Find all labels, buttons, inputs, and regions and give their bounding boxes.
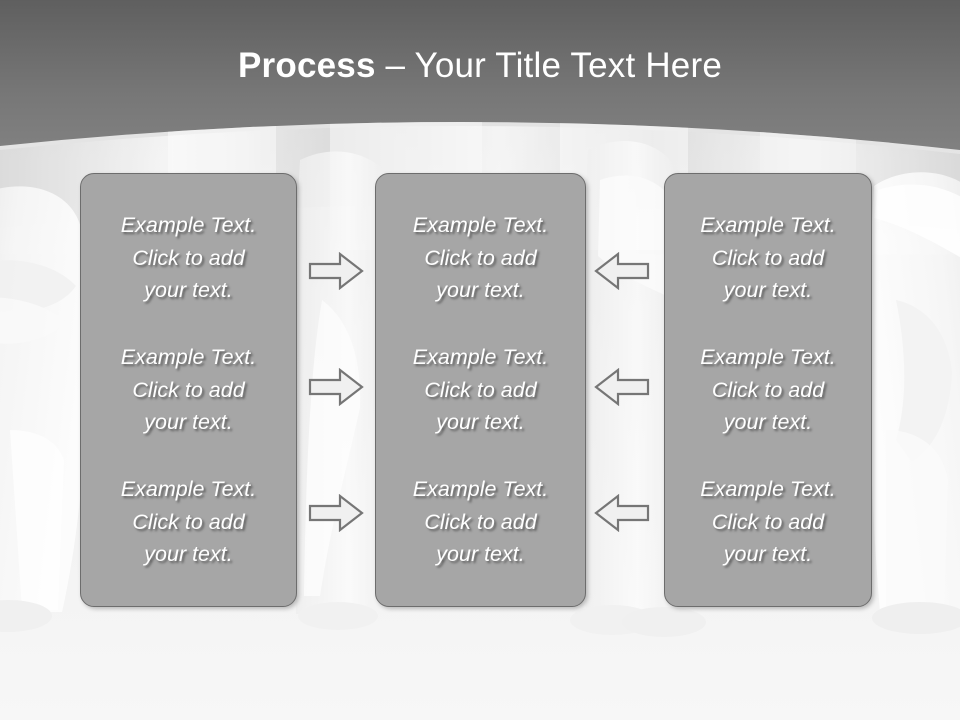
figure-right: [869, 172, 960, 634]
placeholder-line-2: Click to add: [711, 245, 825, 270]
arrow-left-icon[interactable]: [594, 368, 650, 406]
placeholder-line-1: Example Text.: [120, 344, 257, 369]
text-placeholder[interactable]: Example Text. Click to add your text.: [91, 339, 286, 441]
arrow-left-icon[interactable]: [594, 494, 650, 532]
text-placeholder[interactable]: Example Text. Click to add your text.: [386, 207, 575, 309]
placeholder-line-3: your text.: [144, 410, 233, 435]
placeholder-line-2: Click to add: [424, 509, 537, 534]
placeholder-line-1: Example Text.: [120, 476, 257, 501]
placeholder-line-1: Example Text.: [412, 476, 549, 501]
placeholder-line-3: your text.: [436, 410, 525, 435]
placeholder-line-2: Click to add: [132, 377, 245, 402]
placeholder-line-3: your text.: [144, 278, 233, 303]
text-placeholder[interactable]: Example Text. Click to add your text.: [675, 471, 861, 573]
arrow-right-icon[interactable]: [308, 368, 364, 406]
process-column-middle[interactable]: Example Text. Click to add your text. Ex…: [375, 173, 586, 607]
placeholder-line-1: Example Text.: [700, 344, 836, 369]
placeholder-line-1: Example Text.: [412, 344, 549, 369]
placeholder-line-3: your text.: [723, 542, 813, 567]
placeholder-line-3: your text.: [723, 278, 813, 303]
process-column-left[interactable]: Example Text. Click to add your text. Ex…: [80, 173, 297, 607]
placeholder-line-2: Click to add: [424, 245, 537, 270]
placeholder-line-1: Example Text.: [120, 212, 257, 237]
text-placeholder[interactable]: Example Text. Click to add your text.: [675, 339, 861, 441]
placeholder-line-2: Click to add: [711, 377, 825, 402]
placeholder-line-1: Example Text.: [412, 212, 549, 237]
figure-left: [0, 186, 86, 632]
placeholder-line-3: your text.: [436, 278, 525, 303]
arrow-right-icon[interactable]: [308, 252, 364, 290]
text-placeholder[interactable]: Example Text. Click to add your text.: [675, 207, 861, 309]
process-column-right[interactable]: Example Text. Click to add your text. Ex…: [664, 173, 872, 607]
placeholder-line-2: Click to add: [132, 245, 245, 270]
text-placeholder[interactable]: Example Text. Click to add your text.: [91, 207, 286, 309]
arrow-right-icon[interactable]: [308, 494, 364, 532]
placeholder-line-1: Example Text.: [700, 476, 836, 501]
text-placeholder[interactable]: Example Text. Click to add your text.: [386, 339, 575, 441]
placeholder-line-3: your text.: [723, 410, 813, 435]
text-placeholder[interactable]: Example Text. Click to add your text.: [386, 471, 575, 573]
arrow-left-icon[interactable]: [594, 252, 650, 290]
placeholder-line-1: Example Text.: [700, 212, 836, 237]
placeholder-line-2: Click to add: [711, 509, 825, 534]
placeholder-line-3: your text.: [144, 542, 233, 567]
placeholder-line-2: Click to add: [132, 509, 245, 534]
placeholder-line-2: Click to add: [424, 377, 537, 402]
text-placeholder[interactable]: Example Text. Click to add your text.: [91, 471, 286, 573]
placeholder-line-3: your text.: [436, 542, 525, 567]
